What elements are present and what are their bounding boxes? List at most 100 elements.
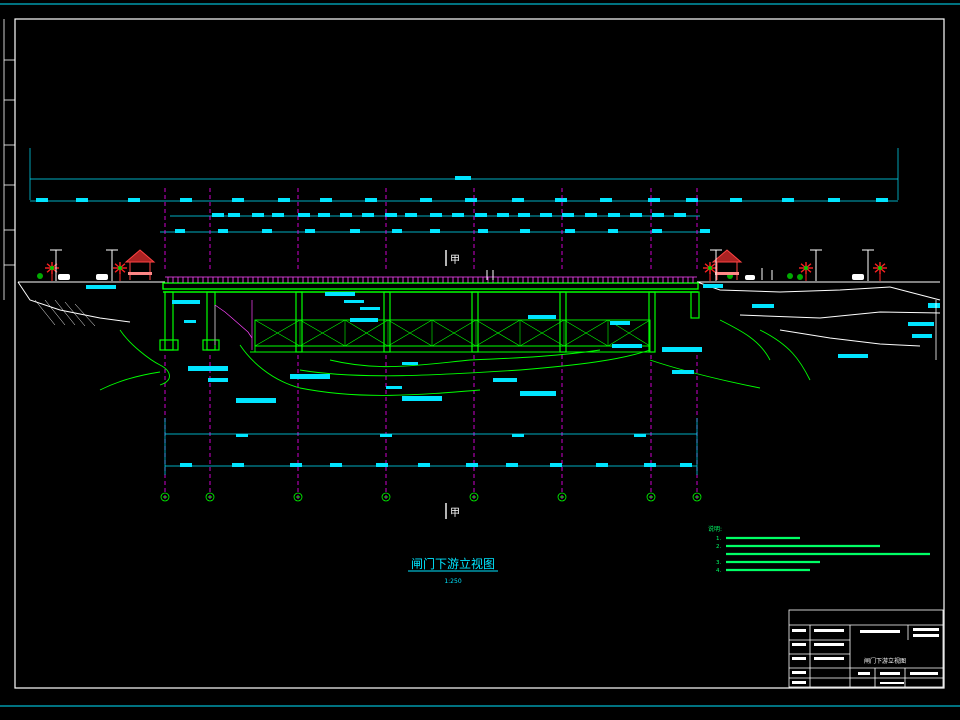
pavilion-right (711, 249, 743, 280)
label-box (512, 434, 524, 437)
label-box (325, 292, 355, 296)
dimension-label (392, 229, 402, 233)
axis-bubble (646, 492, 656, 502)
dimension-label (320, 198, 332, 202)
dimension-label (520, 229, 530, 233)
street-lamp (862, 249, 874, 281)
dimension-label (466, 463, 478, 467)
brace (563, 319, 609, 347)
dimension-label (674, 213, 686, 217)
label-box (360, 307, 380, 310)
shrub (797, 274, 803, 280)
brace (431, 319, 477, 347)
dimension-label (876, 198, 888, 202)
dimension-label (430, 213, 442, 217)
dimension-label (608, 213, 620, 217)
axis-bubble (692, 492, 702, 502)
street-lamp (50, 249, 62, 281)
gate-cross-bracing (254, 319, 651, 347)
shrub (787, 273, 793, 279)
dimension-label (298, 213, 310, 217)
dimension-label (700, 229, 710, 233)
dimension-label (828, 198, 840, 202)
pier-footing (159, 339, 179, 351)
axis-bubble (293, 492, 303, 502)
label-box (350, 318, 378, 322)
dimension-label (600, 198, 612, 202)
top-dimension-labels (36, 176, 888, 233)
annotation-labels (86, 284, 774, 437)
dimension-label (644, 463, 656, 467)
label-box (520, 391, 556, 396)
dimension-label (540, 213, 552, 217)
dimension-label (362, 213, 374, 217)
pavilion-left (124, 249, 156, 280)
dimension-label (175, 229, 185, 233)
brace (519, 319, 565, 347)
dimension-label (420, 198, 432, 202)
pier (206, 291, 216, 351)
top-dimension-lines (29, 148, 899, 233)
axis-bubble (469, 492, 479, 502)
dimension-label (272, 213, 284, 217)
dimension-label (565, 229, 575, 233)
tree-center (118, 266, 122, 270)
dimension-label (252, 213, 264, 217)
drawing-title: 闸门下游立视图 (411, 556, 495, 571)
street-lamp (810, 249, 822, 281)
street-lamp (106, 249, 118, 281)
dimension-label (305, 229, 315, 233)
dimension-label (475, 213, 487, 217)
ground-and-road (17, 281, 941, 347)
drawing-scale: 1:250 (444, 578, 461, 585)
brace (344, 319, 389, 347)
dimension-label (608, 229, 618, 233)
dimension-label (365, 198, 377, 202)
dimension-label (278, 198, 290, 202)
landscape-trees (37, 262, 887, 281)
sheet-frame (0, 3, 960, 707)
dimension-label (782, 198, 794, 202)
tree-center (50, 266, 54, 270)
dimension-label (465, 198, 477, 202)
dimension-label (455, 176, 471, 180)
label-box (612, 344, 642, 348)
dimension-label (418, 463, 430, 467)
dimension-label (452, 213, 464, 217)
brace (254, 319, 301, 347)
dimension-label (497, 213, 509, 217)
label-box (184, 320, 196, 323)
street-lamps (50, 249, 874, 281)
dimension-label (478, 229, 488, 233)
notes: 说明: 1. 2. 3. 4. (708, 525, 930, 574)
dimension-label (262, 229, 272, 233)
tree-center (878, 266, 882, 270)
label-box (188, 366, 228, 371)
dimension-label (232, 463, 244, 467)
pier (690, 291, 700, 319)
dimension-label (730, 198, 742, 202)
label-box (493, 378, 517, 382)
dimension-label (596, 463, 608, 467)
drawing-title-block: 闸门下游立视图 1:250 (408, 556, 498, 585)
pedestrians (486, 268, 773, 280)
note-line: 3. (716, 560, 721, 566)
note-line: 1. (716, 536, 721, 542)
axis-bubble (160, 492, 170, 502)
dimension-label (405, 213, 417, 217)
tree (799, 262, 813, 281)
label-box (662, 347, 702, 352)
dimension-label (330, 463, 342, 467)
label-box (528, 315, 556, 319)
dimension-label (686, 198, 698, 202)
deck-railing (165, 276, 697, 283)
tree (113, 262, 127, 281)
title-block-fills (792, 628, 939, 684)
access-stair (214, 300, 253, 350)
dimension-label (76, 198, 88, 202)
dimension-label (512, 198, 524, 202)
label-box (703, 284, 723, 288)
street-lamp (710, 249, 722, 281)
label-box (402, 396, 442, 401)
title-block-table (788, 609, 944, 688)
